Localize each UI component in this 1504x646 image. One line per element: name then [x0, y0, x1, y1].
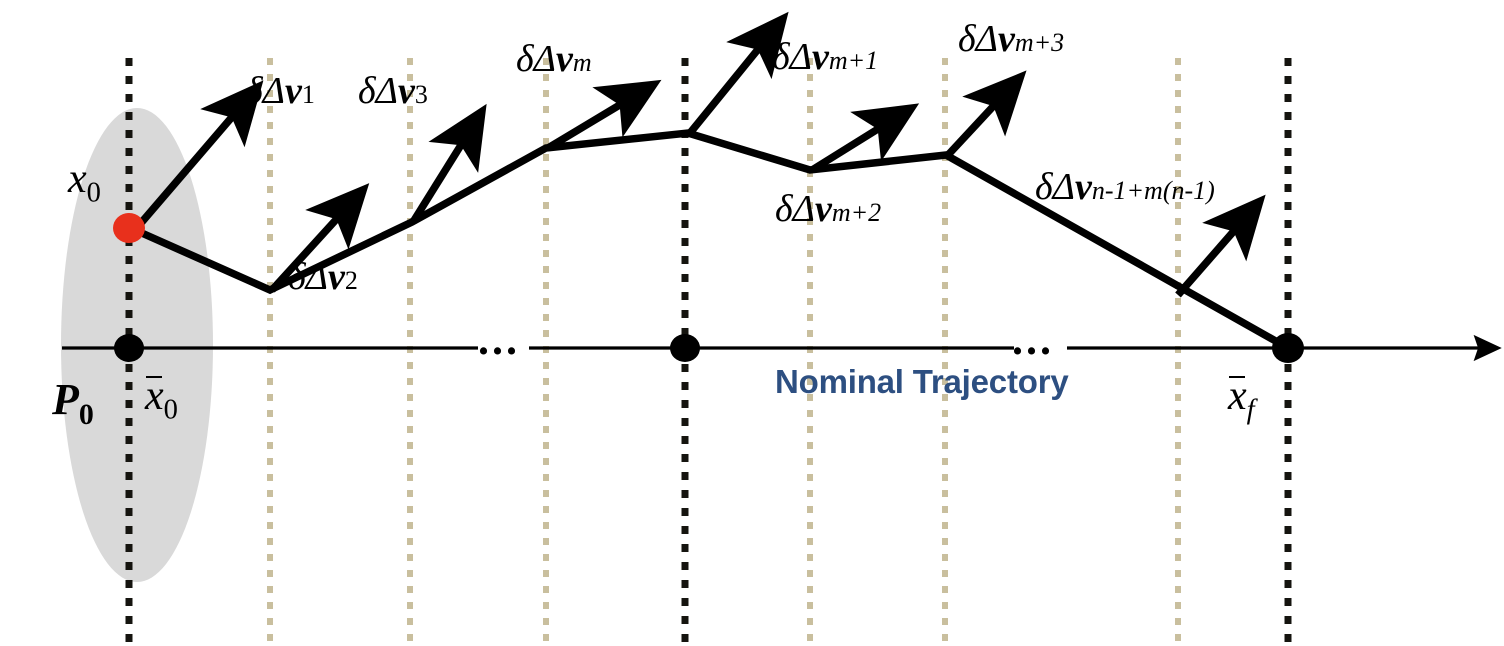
label-p0-symbol: P — [52, 375, 79, 424]
label-impulse-dvm1: δΔvm+1 — [772, 38, 878, 76]
delta-delta-symbol: δΔ — [775, 188, 815, 230]
delta-delta-symbol: δΔ — [516, 38, 556, 80]
v-symbol: v — [397, 70, 415, 112]
label-x0: x0 — [68, 158, 101, 208]
initial-state-point-x0 — [113, 213, 145, 243]
label-xbar0-symbol: x — [145, 373, 164, 419]
label-impulse-dv1: δΔv1 — [245, 72, 315, 110]
v-symbol: v — [555, 38, 573, 80]
label-impulse-dv2: δΔv2 — [288, 258, 358, 296]
impulse-index: n-1+m(n-1) — [1091, 176, 1215, 205]
label-p0-subscript: 0 — [78, 397, 94, 431]
impulse-index: m+3 — [1014, 28, 1065, 57]
v-symbol: v — [1074, 166, 1092, 208]
label-x0-subscript: 0 — [86, 177, 101, 209]
impulse-index: 2 — [344, 266, 358, 295]
node-marker-mid — [670, 334, 700, 362]
impulse-arrows — [132, 11, 1266, 298]
impulse-index: m — [572, 48, 592, 77]
label-xbar0-subscript: 0 — [163, 394, 178, 426]
impulse-index: m+1 — [828, 46, 879, 75]
impulse-arrow-dvm2 — [810, 103, 920, 174]
label-x0-symbol: x — [68, 156, 87, 202]
delta-delta-symbol: δΔ — [772, 36, 812, 78]
label-xbar0: x0 — [145, 375, 178, 425]
v-symbol: v — [814, 188, 832, 230]
label-impulse-dvm3: δΔvm+3 — [958, 20, 1064, 58]
v-symbol: v — [811, 36, 829, 78]
delta-delta-symbol: δΔ — [958, 18, 998, 60]
impulse-arrow-dvm1 — [687, 11, 789, 136]
impulse-index: 3 — [414, 80, 428, 109]
label-impulse-dvm: δΔvm — [516, 40, 592, 78]
impulse-index: m+2 — [831, 198, 882, 227]
label-p0: P0 — [52, 378, 94, 430]
label-impulse-dv3: δΔv3 — [358, 72, 428, 110]
label-xbarf-subscript: f — [1246, 394, 1255, 426]
impulse-arrow-dvm — [546, 79, 662, 152]
nominal-node-markers — [114, 333, 1304, 363]
delta-delta-symbol: δΔ — [1035, 166, 1075, 208]
perturbed-trajectory-path — [131, 129, 1292, 352]
label-impulse-dvlast: δΔvn-1+m(n-1) — [1035, 168, 1215, 206]
v-symbol: v — [284, 70, 302, 112]
delta-delta-symbol: δΔ — [288, 256, 328, 298]
delta-delta-symbol: δΔ — [245, 70, 285, 112]
ellipsis-segment-1: ... — [478, 315, 520, 364]
major-gridlines — [125, 58, 1292, 646]
label-xbarf-symbol: x — [1228, 373, 1247, 419]
impulse-arrow-dv2 — [269, 183, 370, 293]
label-impulse-dvm2: δΔvm+2 — [775, 190, 881, 228]
impulse-arrow-dv3 — [409, 103, 487, 224]
delta-delta-symbol: δΔ — [358, 70, 398, 112]
v-symbol: v — [327, 256, 345, 298]
v-symbol: v — [997, 18, 1015, 60]
impulse-arrow-dvlast — [1175, 194, 1266, 298]
nominal-trajectory-label: Nominal Trajectory — [775, 363, 1069, 400]
ellipsis-segment-2: ... — [1012, 315, 1054, 364]
label-xbarf: xf — [1228, 375, 1255, 425]
impulse-arrow-dvm3 — [945, 70, 1027, 158]
impulse-arrow-dv1 — [132, 80, 264, 233]
impulse-index: 1 — [301, 80, 315, 109]
node-marker-xbar0 — [114, 334, 144, 362]
